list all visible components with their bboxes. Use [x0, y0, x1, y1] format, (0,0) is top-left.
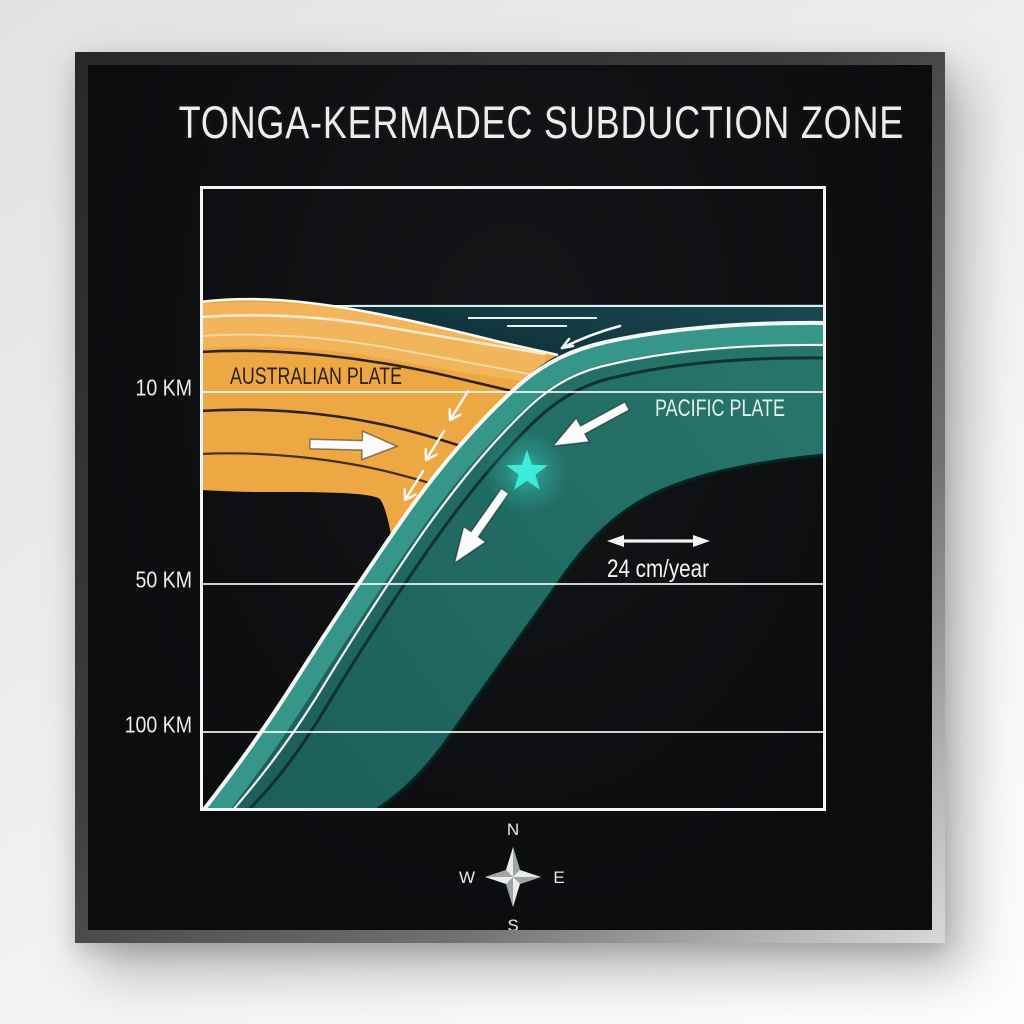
compass-north-label: N [507, 820, 519, 839]
compass-west-label: W [459, 868, 475, 887]
poster-title-text: TONGA-KERMADEC SUBDUCTION ZONE [178, 97, 905, 148]
pacific-plate-label: PACIFIC PLATE [655, 395, 785, 422]
depth-label-50km: 50 KM [135, 566, 192, 593]
compass-star-shading [485, 847, 541, 907]
slab-bottom-edge-line [371, 453, 826, 811]
australian-plate-surface-line [200, 297, 559, 357]
compass-rose: N E S W [459, 820, 565, 930]
trench-curved-arrow [560, 324, 622, 350]
poster: TONGA-KERMADEC SUBDUCTION ZONE 10 KM 50 … [88, 65, 932, 930]
compass-south-label: S [507, 916, 518, 930]
subduction-diagram-svg: AUSTRALIAN PLATE PACIFIC PLATE 24 cm/yea… [200, 186, 826, 811]
poster-title: TONGA-KERMADEC SUBDUCTION ZONE [88, 97, 932, 149]
pacific-plate-slab [200, 320, 826, 811]
diagram-border [200, 186, 826, 811]
poster-frame: TONGA-KERMADEC SUBDUCTION ZONE 10 KM 50 … [75, 52, 945, 943]
slab-top-edge-line [200, 320, 826, 811]
trench-wave-lines [468, 317, 597, 327]
earthquake-star-icon [506, 450, 548, 490]
compass-east-label: E [553, 868, 564, 887]
subduction-diagram: AUSTRALIAN PLATE PACIFIC PLATE 24 cm/yea… [200, 186, 826, 811]
convergence-rate-arrow [607, 535, 710, 547]
australian-plate [200, 297, 559, 544]
channel-slip-arrows [403, 389, 470, 502]
slab-channel-inner-line [230, 343, 826, 811]
depth-lines [200, 391, 826, 733]
slab-internal-layer-line [238, 356, 826, 811]
depth-label-10km: 10 KM [135, 374, 192, 401]
australian-plate-label: AUSTRALIAN PLATE [230, 363, 402, 390]
depth-label-100km: 100 KM [124, 711, 192, 738]
convergence-rate-label: 24 cm/year [607, 555, 709, 583]
